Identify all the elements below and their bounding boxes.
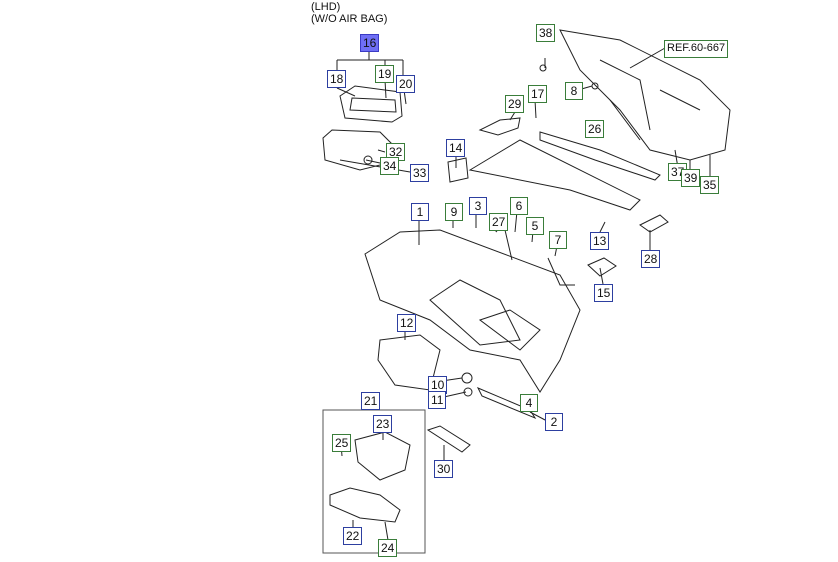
glove-box-door: [329, 487, 401, 523]
center-vent: [447, 157, 469, 183]
callout-35[interactable]: 35: [700, 176, 720, 194]
callout-34[interactable]: 34: [380, 157, 400, 175]
small-trims: [504, 229, 575, 286]
callout-15[interactable]: 15: [594, 284, 614, 302]
callout-30[interactable]: 30: [434, 460, 454, 478]
callout-9[interactable]: 9: [445, 203, 463, 221]
leader-16: [336, 52, 404, 77]
callout-25[interactable]: 25: [332, 434, 352, 452]
callout-6[interactable]: 6: [510, 197, 528, 215]
callout-1[interactable]: 1: [411, 203, 429, 221]
leader-mid: [455, 156, 651, 285]
callout-33[interactable]: 33: [410, 164, 430, 182]
callout-2[interactable]: 2: [545, 413, 563, 431]
leader-box: [340, 408, 445, 541]
callout-18[interactable]: 18: [327, 70, 347, 88]
callout-16[interactable]: 16: [360, 34, 380, 52]
callout-17[interactable]: 17: [528, 85, 548, 103]
air-duct: [468, 139, 641, 211]
callout-27[interactable]: 27: [489, 213, 509, 231]
leader-19: [384, 79, 387, 99]
callout-3[interactable]: 3: [469, 197, 487, 215]
callout-22[interactable]: 22: [343, 527, 363, 545]
header-line-2: (W/O AIR BAG): [311, 13, 388, 25]
defrost-duct: [539, 131, 661, 181]
callout-29[interactable]: 29: [505, 95, 525, 113]
callout-21[interactable]: 21: [361, 392, 381, 410]
callout-26[interactable]: 26: [585, 120, 605, 138]
callout-12[interactable]: 12: [397, 314, 417, 332]
ref-link[interactable]: REF.60-667: [664, 40, 729, 58]
crash-pad: [364, 229, 581, 393]
side-vent: [587, 257, 617, 277]
callout-13[interactable]: 13: [590, 232, 610, 250]
cluster-facia: [339, 85, 403, 123]
callout-38[interactable]: 38: [536, 24, 556, 42]
callout-4[interactable]: 4: [520, 394, 538, 412]
callout-20[interactable]: 20: [396, 75, 416, 93]
part-30: [426, 425, 471, 453]
callout-14[interactable]: 14: [446, 139, 466, 157]
callout-8[interactable]: 8: [565, 82, 583, 100]
subassembly-frame: [322, 409, 426, 554]
callout-19[interactable]: 19: [375, 65, 395, 83]
callout-5[interactable]: 5: [526, 217, 544, 235]
leader-ref: [629, 47, 666, 69]
callout-37[interactable]: 37: [668, 163, 688, 181]
callout-39[interactable]: 39: [681, 169, 701, 187]
header-line-1: (LHD): [311, 1, 341, 13]
callout-7[interactable]: 7: [549, 231, 567, 249]
callout-11[interactable]: 11: [428, 391, 447, 409]
leader-lower: [404, 330, 548, 422]
cowl-crossbar: [559, 29, 731, 161]
callout-32[interactable]: 32: [386, 143, 406, 161]
callout-23[interactable]: 23: [373, 415, 393, 433]
callout-28[interactable]: 28: [641, 250, 661, 268]
callout-24[interactable]: 24: [378, 539, 398, 557]
